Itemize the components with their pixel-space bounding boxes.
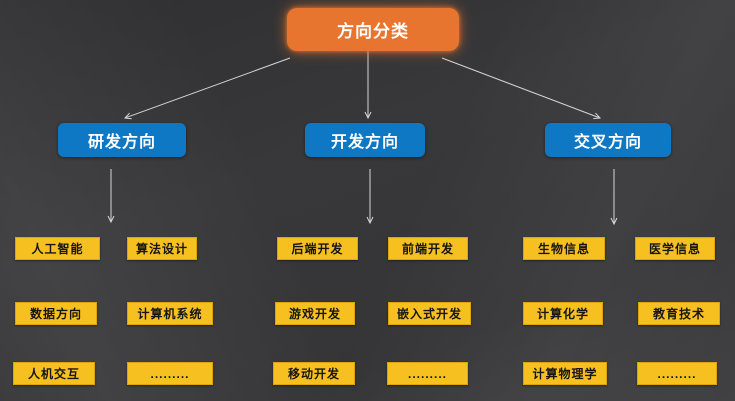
leaf-node-frontend: 前端开发: [388, 237, 468, 260]
leaf-node-cross-more: .........: [637, 362, 717, 385]
leaf-node-data: 数据方向: [15, 302, 97, 325]
leaf-node-mobile: 移动开发: [273, 362, 355, 385]
leaf-node-comp-physics: 计算物理学: [523, 362, 607, 385]
leaf-node-development-more: .........: [387, 362, 468, 385]
root-node-direction-classification: 方向分类: [287, 8, 459, 51]
branch-node-development: 开发方向: [305, 123, 425, 157]
leaf-node-embedded: 嵌入式开发: [388, 302, 471, 325]
leaf-node-bioinformatics: 生物信息: [523, 237, 605, 260]
leaf-node-algorithm: 算法设计: [127, 237, 197, 260]
leaf-node-ai: 人工智能: [15, 237, 100, 260]
leaf-node-medical-info: 医学信息: [635, 237, 715, 260]
leaf-node-computer-system: 计算机系统: [127, 302, 213, 325]
branch-node-cross: 交叉方向: [545, 123, 671, 157]
leaf-node-research-more: .........: [127, 362, 213, 385]
edge-root-to-branch-2: [441, 57, 602, 120]
leaf-node-comp-chemistry: 计算化学: [523, 302, 603, 325]
leaf-node-backend: 后端开发: [277, 237, 358, 260]
edge-root-to-branch-0: [123, 57, 291, 120]
leaf-node-game: 游戏开发: [275, 302, 355, 325]
leaf-node-hci: 人机交互: [13, 362, 95, 385]
leaf-node-edu-tech: 教育技术: [638, 302, 720, 325]
branch-node-research: 研发方向: [58, 123, 186, 157]
